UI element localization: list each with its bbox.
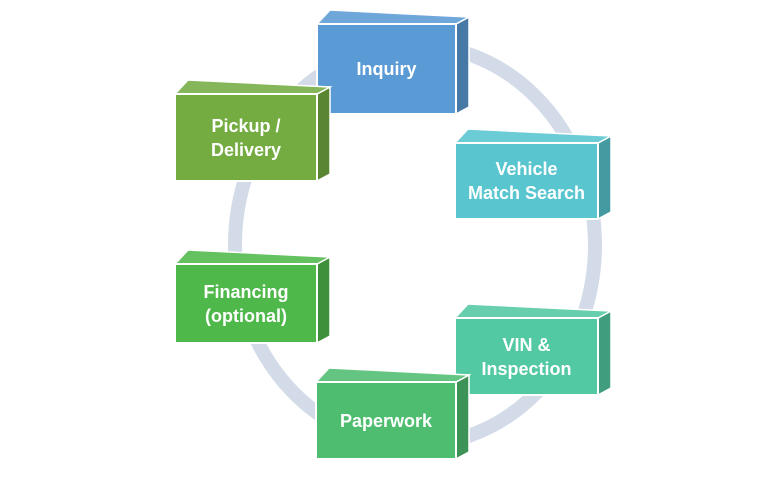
step-box-financing [173, 249, 333, 345]
step-box-paperwork [314, 367, 472, 461]
step-box-vin-inspection [453, 303, 614, 397]
step-box-pickup-delivery [173, 79, 333, 183]
step-box-inquiry [315, 9, 472, 116]
step-box-vehicle-match-search [453, 128, 614, 221]
